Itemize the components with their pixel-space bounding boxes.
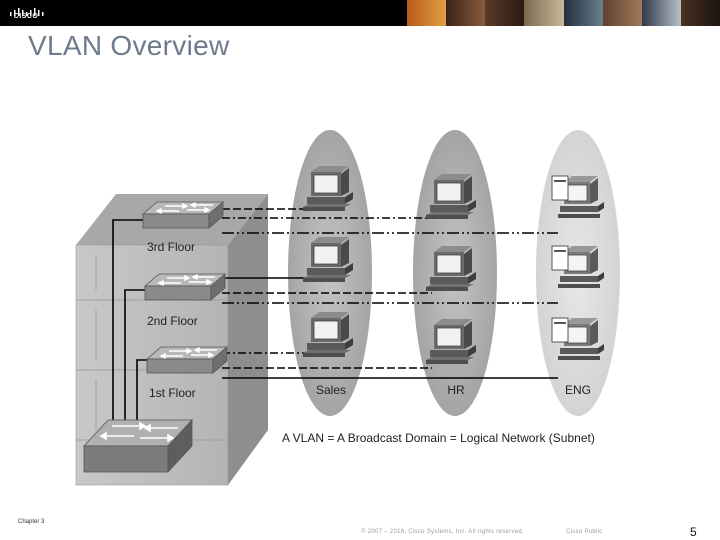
access-links [222, 209, 558, 378]
floor-label-2: 2nd Floor [147, 314, 198, 328]
classification-label: Cisco Public [566, 529, 603, 535]
page-number: 5 [690, 525, 697, 539]
domain-label-hr: HR [447, 383, 465, 397]
switch-2nd-floor [145, 274, 225, 300]
chapter-label: Chapter 3 [18, 519, 44, 525]
switch-1st-floor [147, 347, 227, 373]
copyright-notice: © 2007 – 2016, Cisco Systems, Inc. All r… [361, 529, 524, 535]
domain-label-sales: Sales [316, 383, 346, 397]
domain-label-eng: ENG [565, 383, 591, 397]
switch-3rd-floor [143, 202, 223, 228]
floor-label-1: 1st Floor [149, 386, 196, 400]
diagram-caption: A VLAN = A Broadcast Domain = Logical Ne… [282, 431, 595, 445]
floor-label-3: 3rd Floor [147, 240, 195, 254]
